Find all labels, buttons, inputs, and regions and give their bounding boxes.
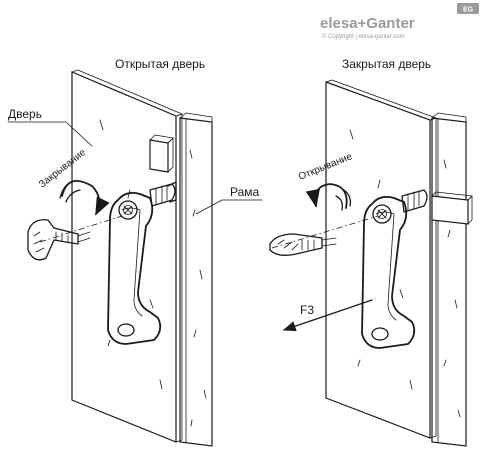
right-frame-panel (431, 112, 467, 447)
right-handle (361, 189, 428, 349)
right-key-axis-line (271, 215, 379, 249)
brand-logo-text: elesa+Ganter (320, 15, 415, 32)
rotation-arrow-close (59, 179, 110, 216)
right-latch-tongue (431, 191, 473, 225)
handle (107, 181, 177, 345)
key (27, 219, 91, 261)
brand-logo: elesa+Ganter EG © Copyright | elesa-gant… (320, 3, 479, 40)
left-view-title: Открытая дверь (115, 57, 205, 71)
door-leader-line (7, 121, 93, 147)
brand-badge (457, 3, 479, 14)
frame-panel (179, 112, 213, 447)
door-label: Дверь (8, 107, 42, 121)
door-panel (71, 69, 183, 443)
key-axis-line (39, 215, 123, 243)
right-view-illustration: Открывание F3 (269, 79, 473, 447)
latch-tongue (149, 134, 174, 173)
copyright-text: © Copyright | elesa-ganter.com (322, 33, 405, 40)
rotation-arrow-open (305, 183, 352, 211)
frame-leader-line (195, 199, 263, 215)
right-view-title: Закрытая дверь (342, 57, 431, 71)
left-view-illustration: Закрывание Дверь Рама (7, 69, 263, 447)
force-label: F3 (300, 303, 314, 317)
right-door-panel (325, 79, 437, 439)
brand-badge-text: EG (463, 7, 474, 14)
right-key (269, 233, 337, 256)
frame-label: Рама (230, 185, 260, 199)
pull-force-arrow (282, 299, 373, 332)
